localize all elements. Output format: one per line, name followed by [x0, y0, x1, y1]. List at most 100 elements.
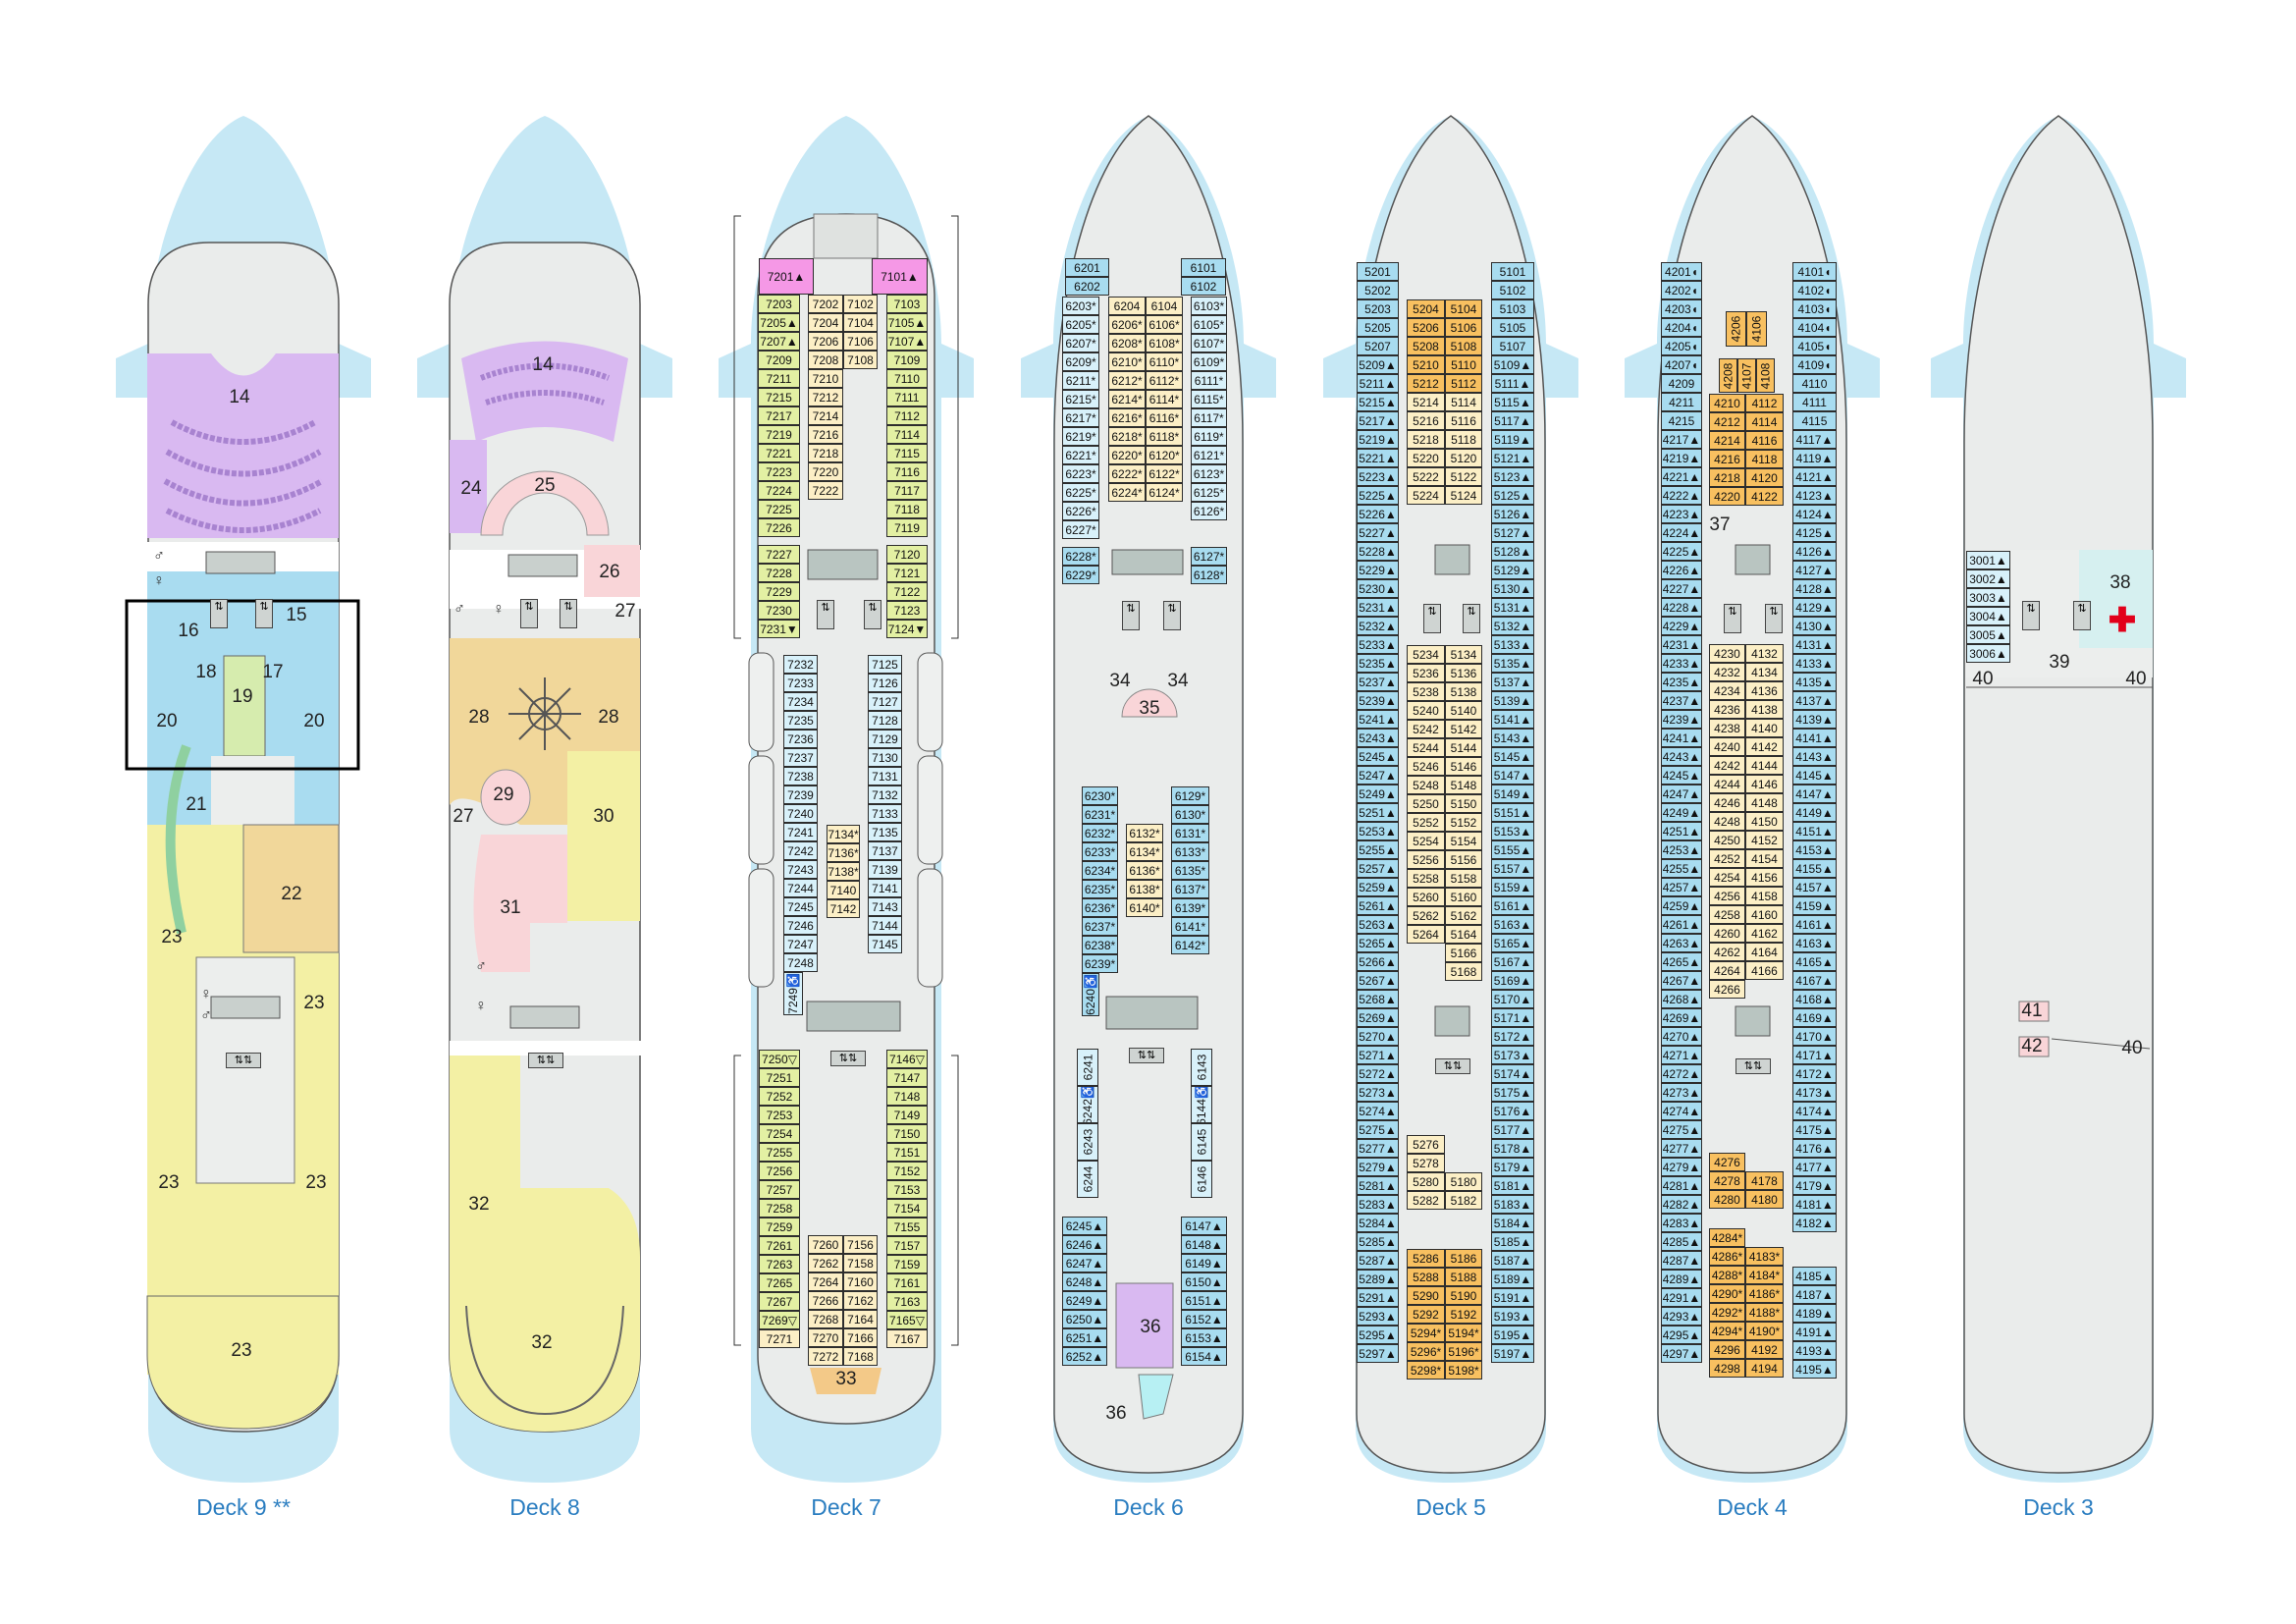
cabin-6238[interactable]: 6238*	[1082, 936, 1118, 954]
cabin-7251[interactable]: 7251	[759, 1068, 800, 1087]
cabin-6210[interactable]: 6210*	[1108, 352, 1146, 371]
cabin-5128[interactable]: 5128▲	[1491, 542, 1534, 561]
cabin-5278[interactable]: 5278	[1407, 1154, 1445, 1172]
cabin-5273[interactable]: 5273▲	[1357, 1083, 1399, 1102]
cabin-7242[interactable]: 7242	[783, 841, 818, 860]
cabin-7271[interactable]: 7271	[759, 1329, 800, 1348]
cabin-5140[interactable]: 5140	[1445, 701, 1482, 720]
cabin-7162[interactable]: 7162	[843, 1291, 878, 1310]
cabin-4287[interactable]: 4287▲	[1661, 1251, 1702, 1270]
cabin-4282[interactable]: 4282▲	[1661, 1195, 1702, 1214]
cabin-5116[interactable]: 5116	[1445, 411, 1482, 430]
cabin-4221[interactable]: 4221▲	[1661, 467, 1702, 486]
cabin-4159[interactable]: 4159▲	[1792, 896, 1837, 915]
cabin-4227[interactable]: 4227▲	[1661, 579, 1702, 598]
cabin-5175[interactable]: 5175▲	[1491, 1083, 1534, 1102]
cabin-6231[interactable]: 6231*	[1082, 805, 1118, 824]
cabin-4118[interactable]: 4118	[1745, 450, 1784, 468]
cabin-7201[interactable]: 7201▲	[759, 258, 814, 295]
cabin-5107[interactable]: 5107	[1491, 337, 1534, 355]
cabin-7222[interactable]: 7222	[808, 481, 843, 500]
cabin-4163[interactable]: 4163▲	[1792, 934, 1837, 952]
deck-label-d3[interactable]: Deck 3	[2023, 1494, 2094, 1520]
cabin-7254[interactable]: 7254	[759, 1124, 800, 1143]
cabin-4296[interactable]: 4296	[1709, 1340, 1745, 1359]
cabin-5189[interactable]: 5189▲	[1491, 1270, 1534, 1288]
cabin-4185[interactable]: 4185▲	[1792, 1267, 1837, 1285]
cabin-7116[interactable]: 7116	[886, 462, 928, 481]
cabin-7272[interactable]: 7272	[808, 1347, 843, 1366]
cabin-4236[interactable]: 4236	[1709, 700, 1745, 719]
cabin-6128[interactable]: 6128*	[1191, 566, 1227, 584]
cabin-6251[interactable]: 6251▲	[1062, 1328, 1107, 1347]
cabin-7202[interactable]: 7202	[808, 295, 843, 313]
cabin-5173[interactable]: 5173▲	[1491, 1046, 1534, 1064]
cabin-5126[interactable]: 5126▲	[1491, 505, 1534, 523]
cabin-4122[interactable]: 4122	[1745, 487, 1784, 506]
cabin-5201[interactable]: 5201	[1357, 262, 1399, 281]
cabin-7119[interactable]: 7119	[886, 518, 928, 537]
cabin-5174[interactable]: 5174▲	[1491, 1064, 1534, 1083]
cabin-5288[interactable]: 5288	[1407, 1268, 1445, 1286]
cabin-6250[interactable]: 6250▲	[1062, 1310, 1107, 1328]
cabin-7226[interactable]: 7226	[758, 518, 800, 537]
cabin-5265[interactable]: 5265▲	[1357, 934, 1399, 952]
cabin-7140[interactable]: 7140	[827, 881, 860, 899]
cabin-5153[interactable]: 5153▲	[1491, 822, 1534, 840]
cabin-5276[interactable]: 5276	[1407, 1135, 1445, 1154]
cabin-4146[interactable]: 4146	[1745, 775, 1784, 793]
cabin-7256[interactable]: 7256	[759, 1162, 800, 1180]
cabin-5131[interactable]: 5131▲	[1491, 598, 1534, 617]
cabin-4167[interactable]: 4167▲	[1792, 971, 1837, 990]
cabin-5102[interactable]: 5102	[1491, 281, 1534, 299]
cabin-5165[interactable]: 5165▲	[1491, 934, 1534, 952]
cabin-5246[interactable]: 5246	[1407, 757, 1445, 776]
cabin-5209[interactable]: 5209▲	[1357, 355, 1399, 374]
cabin-4289[interactable]: 4289▲	[1661, 1270, 1702, 1288]
cabin-6246[interactable]: 6246▲	[1062, 1235, 1107, 1254]
cabin-4110[interactable]: 4110	[1792, 374, 1837, 393]
cabin-4183[interactable]: 4183*	[1745, 1247, 1784, 1266]
cabin-4127[interactable]: 4127▲	[1792, 561, 1837, 579]
cabin-6230[interactable]: 6230*	[1082, 786, 1118, 805]
cabin-5186[interactable]: 5186	[1445, 1249, 1482, 1268]
cabin-6114[interactable]: 6114*	[1146, 390, 1183, 408]
cabin-7108[interactable]: 7108	[843, 351, 878, 369]
cabin-4141[interactable]: 4141▲	[1792, 729, 1837, 747]
cabin-5105[interactable]: 5105	[1491, 318, 1534, 337]
cabin-4276[interactable]: 4276	[1709, 1153, 1745, 1171]
cabin-7219[interactable]: 7219	[758, 425, 800, 444]
cabin-5142[interactable]: 5142	[1445, 720, 1482, 738]
deck-label-d8[interactable]: Deck 8	[509, 1494, 580, 1520]
cabin-7142[interactable]: 7142	[827, 899, 860, 918]
cabin-6125[interactable]: 6125*	[1191, 483, 1227, 502]
cabin-4217[interactable]: 4217▲	[1661, 430, 1702, 449]
deck-label-d6[interactable]: Deck 6	[1113, 1494, 1184, 1520]
cabin-4160[interactable]: 4160	[1745, 905, 1784, 924]
cabin-5143[interactable]: 5143▲	[1491, 729, 1534, 747]
cabin-5296[interactable]: 5296*	[1407, 1342, 1445, 1361]
cabin-5163[interactable]: 5163▲	[1491, 915, 1534, 934]
cabin-4187[interactable]: 4187▲	[1792, 1285, 1837, 1304]
cabin-5171[interactable]: 5171▲	[1491, 1008, 1534, 1027]
cabin-5123[interactable]: 5123▲	[1491, 467, 1534, 486]
cabin-4297[interactable]: 4297▲	[1661, 1344, 1702, 1363]
cabin-6135[interactable]: 6135*	[1171, 861, 1209, 880]
cabin-6208[interactable]: 6208*	[1108, 334, 1146, 352]
cabin-6233[interactable]: 6233*	[1082, 842, 1118, 861]
cabin-6143[interactable]: 6143	[1191, 1049, 1212, 1086]
cabin-7126[interactable]: 7126	[868, 674, 902, 692]
cabin-7147[interactable]: 7147	[886, 1068, 928, 1087]
cabin-5122[interactable]: 5122	[1445, 467, 1482, 486]
cabin-7152[interactable]: 7152	[886, 1162, 928, 1180]
cabin-7160[interactable]: 7160	[843, 1272, 878, 1291]
cabin-7166[interactable]: 7166	[843, 1328, 878, 1347]
cabin-7221[interactable]: 7221	[758, 444, 800, 462]
cabin-5172[interactable]: 5172▲	[1491, 1027, 1534, 1046]
cabin-5295[interactable]: 5295▲	[1357, 1326, 1399, 1344]
cabin-7203[interactable]: 7203	[758, 295, 800, 313]
cabin-7157[interactable]: 7157	[886, 1236, 928, 1255]
cabin-4270[interactable]: 4270▲	[1661, 1027, 1702, 1046]
cabin-5137[interactable]: 5137▲	[1491, 673, 1534, 691]
cabin-5279[interactable]: 5279▲	[1357, 1158, 1399, 1176]
